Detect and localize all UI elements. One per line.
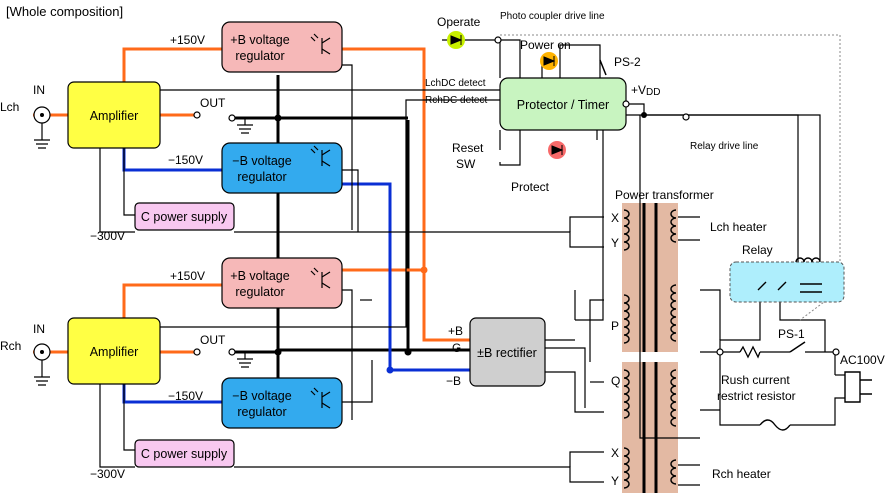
power-transformer-label: Power transformer <box>615 188 714 202</box>
lch-heater-label: Lch heater <box>710 220 767 234</box>
lch-minus150-label: −150V <box>168 153 203 167</box>
plus-b-node <box>420 266 428 274</box>
reset-label-line2: SW <box>456 157 476 171</box>
junction-dots <box>40 112 647 356</box>
signal-wiring <box>99 39 845 486</box>
dotted-guide <box>500 34 841 321</box>
ps2-switch-icon <box>599 59 607 76</box>
rectifier-block <box>469 317 546 387</box>
rch-minus-b-regulator-line2: regulator <box>237 405 286 419</box>
rch-label: Rch <box>0 339 21 353</box>
photo-coupler-line-label: Photo coupler drive line <box>500 11 605 22</box>
rch-x-terminal-label: X <box>611 446 619 460</box>
rectifier-label: ±B rectifier <box>477 346 537 360</box>
rch-in-label: IN <box>33 322 45 336</box>
rch-minus-b-regulator <box>221 377 343 429</box>
relay-contacts <box>757 257 822 293</box>
fuse-icon <box>759 419 791 431</box>
g-terminal-label: G <box>452 341 461 355</box>
rch-plus150-label: +150V <box>170 269 205 283</box>
q-terminal-label: Q <box>611 374 620 388</box>
lch-amplifier-block <box>67 81 161 149</box>
lch-in-label: IN <box>33 83 45 97</box>
ac-plug-icon <box>844 371 872 403</box>
rch-minus150-label: −150V <box>168 389 203 403</box>
power-on-label: Power on <box>520 38 571 52</box>
rch-y-terminal-label: Y <box>611 474 619 488</box>
rch-c-power-supply-label: C power supply <box>141 447 228 461</box>
p-terminal-label: P <box>611 319 619 333</box>
rch-dc-detect-label: RchDC detect <box>425 95 487 106</box>
protect-diode-icon <box>551 145 564 155</box>
ground-bus <box>232 75 470 395</box>
rch-amplifier-label: Amplifier <box>90 345 139 359</box>
rch-out-label: OUT <box>200 333 226 347</box>
lch-c-power-supply <box>134 202 235 231</box>
rush-resistor-icon <box>739 345 761 359</box>
lch-plus-b-regulator <box>221 21 343 73</box>
plus-b-terminal-label: +B <box>448 324 463 338</box>
protect-label: Protect <box>511 180 550 194</box>
vdd-label: +VDD <box>631 83 660 98</box>
rch-plus-b-regulator-line2: regulator <box>235 285 284 299</box>
lch-plus150-label: +150V <box>170 33 205 47</box>
lch-label: Lch <box>0 100 19 114</box>
rch-minus-b-regulator-line1: −B voltage <box>232 389 291 403</box>
power-on-diode-icon <box>543 56 556 66</box>
operate-label: Operate <box>437 15 481 29</box>
lch-x-terminal-label: X <box>611 211 619 225</box>
phototransistor-icons <box>310 33 331 409</box>
rush-current-label-line2: restrict resistor <box>717 389 796 403</box>
rch-plus-b-regulator <box>221 257 343 309</box>
ps1-switch-icon <box>789 341 806 353</box>
ps2-label: PS-2 <box>614 55 641 69</box>
transformer-core <box>622 203 678 493</box>
protector-timer-label: Protector / Timer <box>517 98 609 112</box>
lch-dc-detect-label: LchDC detect <box>425 78 486 89</box>
rch-minus300-label: −300V <box>90 467 125 481</box>
diagram-title: [Whole composition] <box>6 4 123 19</box>
lch-y-terminal-label: Y <box>611 236 619 250</box>
lch-c-power-supply-label: C power supply <box>141 210 228 224</box>
lch-plus-b-regulator-line1: +B voltage <box>230 33 289 47</box>
rch-amplifier-block <box>67 317 161 385</box>
rch-plus-b-regulator-line1: +B voltage <box>230 269 289 283</box>
minus-b-terminal-label: −B <box>446 374 461 388</box>
minus-b-node <box>386 366 394 374</box>
relay-label: Relay <box>742 243 773 257</box>
lch-amplifier-label: Amplifier <box>90 109 139 123</box>
ground-symbols <box>34 118 253 386</box>
relay-drive-line-label: Relay drive line <box>690 141 759 152</box>
transformer-gap <box>620 352 680 362</box>
lch-minus-b-regulator-line2: regulator <box>237 170 286 184</box>
reset-label-line1: Reset <box>452 141 484 155</box>
rch-c-power-supply <box>134 439 235 468</box>
operate-diode-icon <box>450 35 463 45</box>
ac100v-label: AC100V <box>840 353 885 367</box>
rch-heater-label: Rch heater <box>712 467 771 481</box>
terminal-circles <box>33 36 840 361</box>
transformer-windings <box>623 209 677 489</box>
lch-out-label: OUT <box>200 96 226 110</box>
rush-current-label-line1: Rush current <box>721 373 790 387</box>
lch-minus-b-regulator <box>221 142 343 194</box>
relay-block <box>729 261 845 303</box>
lch-plus-b-regulator-line2: regulator <box>235 49 284 63</box>
lch-minus300-label: −300V <box>90 229 125 243</box>
ps1-label: PS-1 <box>778 327 805 341</box>
lch-minus-b-regulator-line1: −B voltage <box>232 154 291 168</box>
